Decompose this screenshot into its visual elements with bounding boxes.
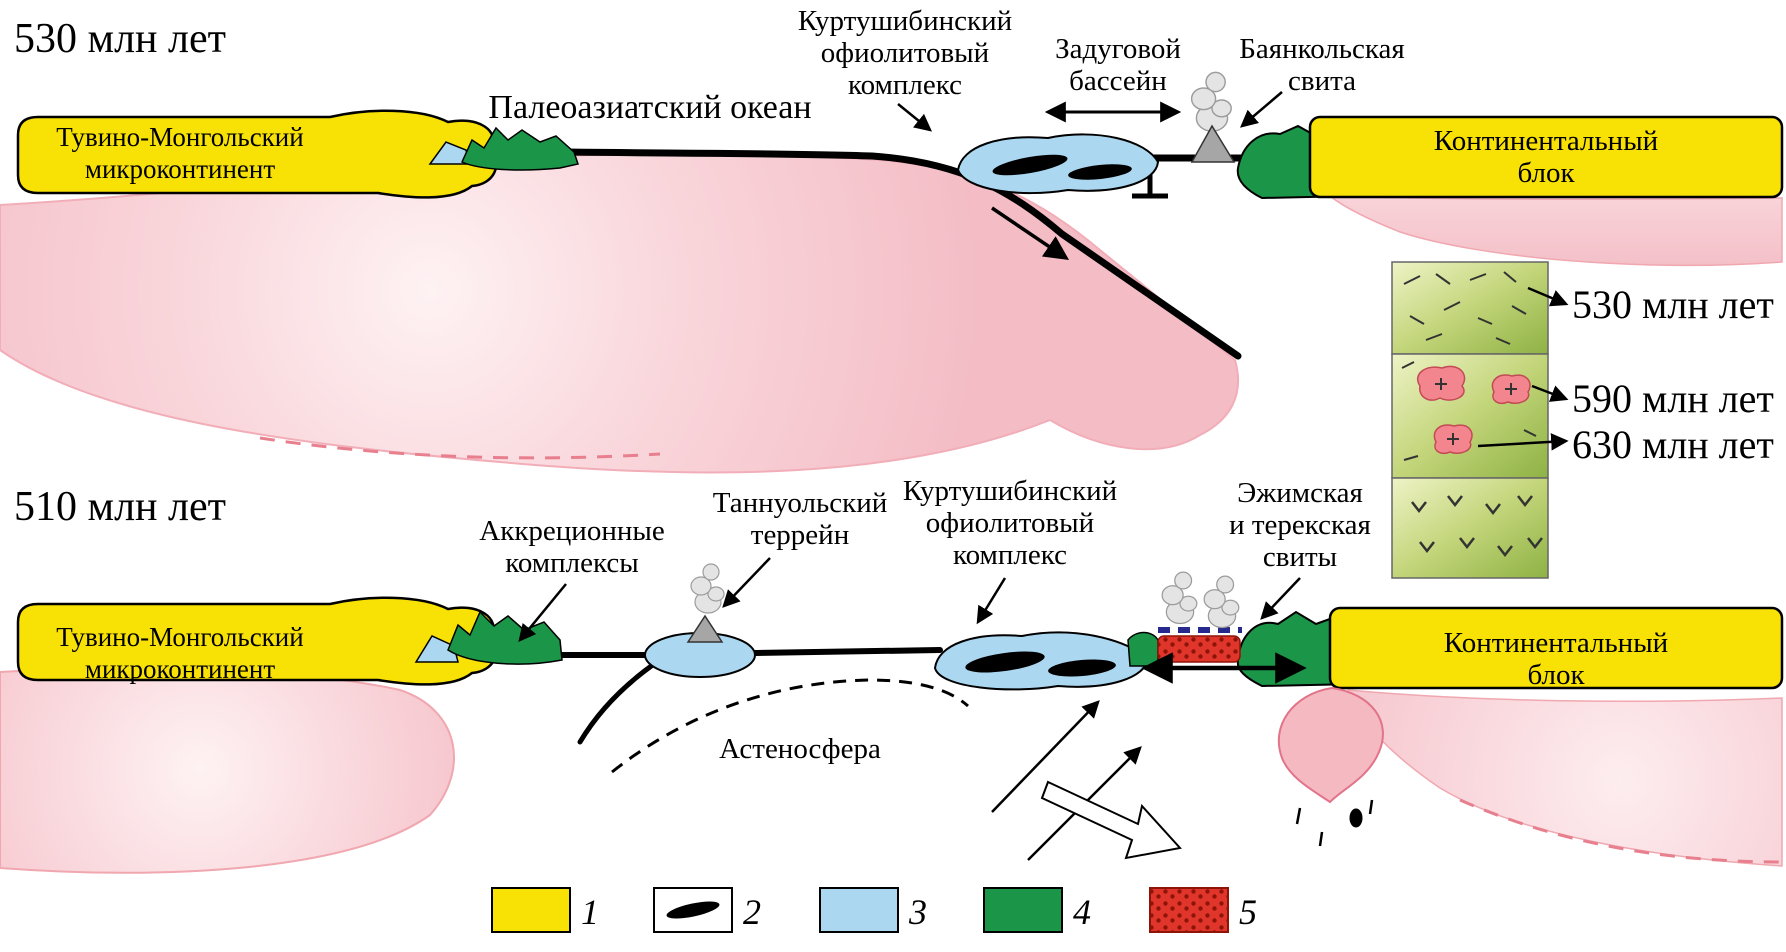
ophiolite-label-top: офиолитовый [821, 37, 989, 69]
ophiolite-label-top: Куртушибинский [798, 5, 1012, 37]
ophiolite-lens [1048, 659, 1116, 677]
continental-label-bottom: блок [1527, 659, 1585, 691]
ezhim-terek-volcanics [1157, 635, 1241, 663]
arc-volcano-top [1190, 124, 1236, 163]
ophiolite-lens [965, 651, 1045, 673]
age-legend-590: 590 млн лет [1572, 376, 1774, 421]
mantle-dashed-boundary-bottom [1459, 798, 1783, 864]
ophiolite-lens [1068, 164, 1132, 180]
legend-swatch-3 [819, 887, 899, 933]
backarc-label: Задуговой [1055, 33, 1181, 65]
mantle-dashed-boundary-top [259, 436, 661, 460]
ophiolite-label-bottom: комплекс [953, 539, 1067, 571]
bayankol-label-arrow [1239, 91, 1283, 128]
ocean-label: Палеоазиатский океан [488, 89, 811, 126]
ophiolite-label-top: комплекс [848, 69, 962, 101]
continental-label-bottom: Континентальный [1444, 627, 1668, 659]
ophiolite-label-arrow-top [897, 103, 933, 132]
legend-num-1: 1 [581, 892, 599, 932]
volcanic-smoke-icon [1161, 571, 1198, 625]
green-sliver-bottom [1127, 631, 1159, 667]
age-legend-box-590-630 [1391, 353, 1549, 479]
tannuol-volcano [686, 614, 724, 643]
legend-swatch-1 [491, 887, 571, 933]
age-title-top: 530 млн лет [14, 16, 226, 62]
magma-diapir [1277, 686, 1384, 804]
asthenosphere-flow-arrow [991, 700, 1100, 813]
continental-label-top: блок [1517, 157, 1575, 189]
accretion-label-arrow [518, 583, 567, 643]
microcontinent-label-bottom: Тувино-Монгольский [56, 622, 303, 652]
bayankol-label: Баянкольская [1239, 33, 1405, 65]
legend-swatch-5 [1149, 887, 1229, 933]
accretion-green-wedge-bottom [447, 610, 563, 665]
age-legend-box-530 [1391, 261, 1549, 355]
accretion-green-wedge-top [461, 126, 579, 171]
ophiolite-body-bottom [933, 631, 1150, 691]
ezhim-label: свиты [1263, 541, 1337, 573]
legend-num-3: 3 [908, 892, 927, 932]
microcontinent-label-top: Тувино-Монгольский [56, 122, 303, 152]
continental-label-top: Континентальный [1434, 125, 1658, 157]
age-legend-box-basalt [1391, 477, 1549, 579]
ophiolite-lens [992, 154, 1068, 176]
v-hatch-marks [1411, 495, 1543, 558]
ophiolite-label-bottom: Куртушибинский [903, 475, 1117, 507]
tannuol-label-arrow [722, 557, 771, 608]
accretion-label: Аккреционные [479, 515, 664, 547]
mantle-under-continent-top [1327, 195, 1783, 266]
asthenosphere-label: Астеносфера [719, 733, 881, 765]
ezhim-label-arrow [1260, 577, 1301, 620]
section-530ma: 530 млн лет Палеоазиатский океан Куртуши… [0, 5, 1784, 474]
section-510ma: 510 млн лет Аккреционные комплексы Танну… [0, 475, 1784, 874]
ophiolite-label-arrow-bottom [976, 577, 1007, 625]
volcanic-smoke-icon [1190, 71, 1232, 132]
backarc-label: бассейн [1069, 65, 1167, 97]
age-arrow-530 [1527, 286, 1569, 307]
age-arrow-590 [1531, 384, 1569, 402]
age-legend-530: 530 млн лет [1572, 282, 1774, 327]
legend-lens-glyph [666, 901, 720, 919]
detached-slab-arrow [1040, 780, 1182, 860]
magma-droplets [1295, 799, 1374, 847]
age-legend-column: 530 млн лет 590 млн лет 630 млн лет [1391, 261, 1774, 579]
asthenosphere-dashed-curve [611, 678, 969, 774]
microcontinent-label-top: микроконтинент [85, 154, 275, 184]
microcontinent-label-bottom: микроконтинент [85, 654, 275, 684]
legend-row: 1 2 3 4 5 [491, 887, 1257, 933]
accretion-label: комплексы [505, 547, 639, 579]
dash-hatch-marks [1403, 271, 1527, 345]
volcanic-smoke-icon [690, 563, 725, 614]
legend-num-5: 5 [1239, 892, 1257, 932]
mantle-root-bottom-right [1346, 689, 1783, 867]
continental-block-top [1308, 115, 1784, 199]
subduction-direction-arrow [991, 206, 1070, 261]
tannuol-label: террейн [751, 519, 849, 551]
legend-swatch-2 [653, 887, 733, 933]
tannuol-label: Таннуольский [713, 487, 888, 519]
ophiolite-label-bottom: офиолитовый [926, 507, 1094, 539]
mantle-wedge-top [0, 153, 1240, 474]
ezhim-label: Эжимская [1237, 477, 1363, 509]
legend-num-4: 4 [1073, 892, 1091, 932]
continental-block-bottom [1328, 606, 1784, 690]
volcanic-smoke-icon [1203, 575, 1240, 629]
legend-num-2: 2 [743, 892, 761, 932]
accretion-blue-sliver-top [428, 141, 471, 165]
granite-blobs [1401, 361, 1537, 461]
bayankol-label: свита [1288, 65, 1356, 97]
age-legend-630: 630 млн лет [1572, 422, 1774, 467]
legend-swatch-4 [983, 887, 1063, 933]
age-title-bottom: 510 млн лет [14, 484, 226, 530]
age-arrow-630 [1477, 433, 1569, 451]
mantle-root-bottom-left [0, 667, 455, 874]
ezhim-label: и терекская [1229, 509, 1371, 541]
